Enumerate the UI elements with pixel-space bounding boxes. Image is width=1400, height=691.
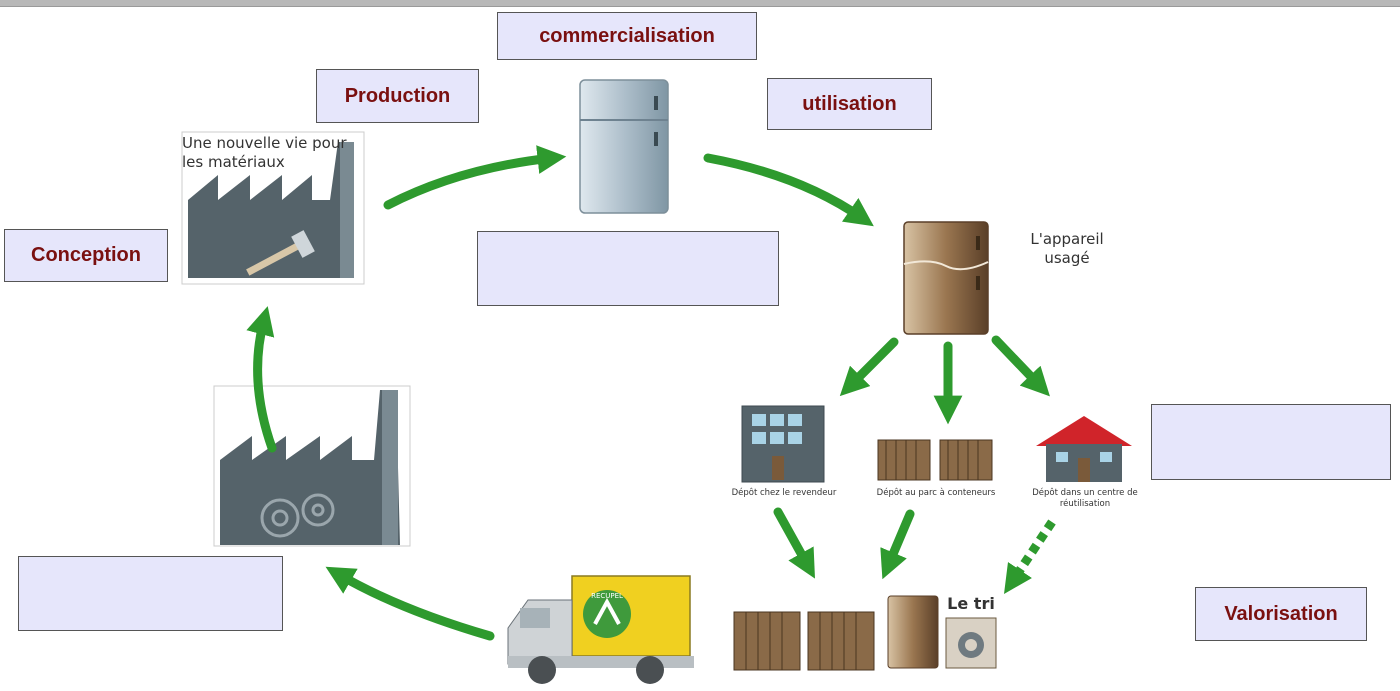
reuse-center-house-icon [1036, 416, 1132, 482]
blank-label-center[interactable] [477, 231, 779, 306]
truck-logo-text: RECUPEL [591, 592, 623, 600]
caption-reuse-center: Dépôt dans un centre de réutilisation [1032, 488, 1138, 509]
label-conception[interactable]: Conception [4, 229, 168, 282]
new-fridge-icon [579, 79, 669, 214]
factory-top-icon [181, 131, 365, 285]
arrow-fridge-to-used [703, 153, 874, 227]
arrow-used-to-reuse [991, 335, 1050, 397]
used-appliance-icon [903, 221, 989, 335]
label-production[interactable]: Production [316, 69, 479, 123]
arrow-gears-to-factory [246, 306, 277, 453]
caption-used-appliance: L'appareil usagé [1030, 230, 1104, 267]
arrow-reseller-to-sorting [773, 507, 815, 579]
blank-label-right[interactable] [1151, 404, 1391, 480]
sorting-area-icon [733, 595, 997, 671]
recycling-truck-icon: RECUPEL [507, 575, 694, 684]
blank-label-bottom-left[interactable] [18, 556, 283, 631]
caption-sorting: Le tri [947, 594, 995, 613]
arrow-factory-to-fridge [383, 145, 567, 210]
top-bar [0, 0, 1400, 7]
arrow-park-to-sorting [880, 509, 915, 580]
label-valorisation[interactable]: Valorisation [1195, 587, 1367, 641]
hammer-icon [246, 230, 315, 276]
factory-gears-icon [213, 385, 411, 547]
label-commercialisation[interactable]: commercialisation [497, 12, 757, 60]
reseller-building-icon [741, 405, 825, 483]
caption-reseller: Dépôt chez le revendeur [731, 488, 837, 498]
caption-new-life: Une nouvelle vie pour les matériaux [182, 134, 347, 171]
arrow-truck-to-gears [325, 566, 495, 641]
arrow-used-to-reseller [839, 337, 899, 397]
gear-icon [260, 493, 335, 538]
caption-container-park: Dépôt au parc à conteneurs [876, 488, 996, 498]
label-utilisation[interactable]: utilisation [767, 78, 932, 130]
arrow-reuse-to-sorting-dashed [1004, 519, 1056, 594]
container-park-icon [877, 439, 993, 481]
